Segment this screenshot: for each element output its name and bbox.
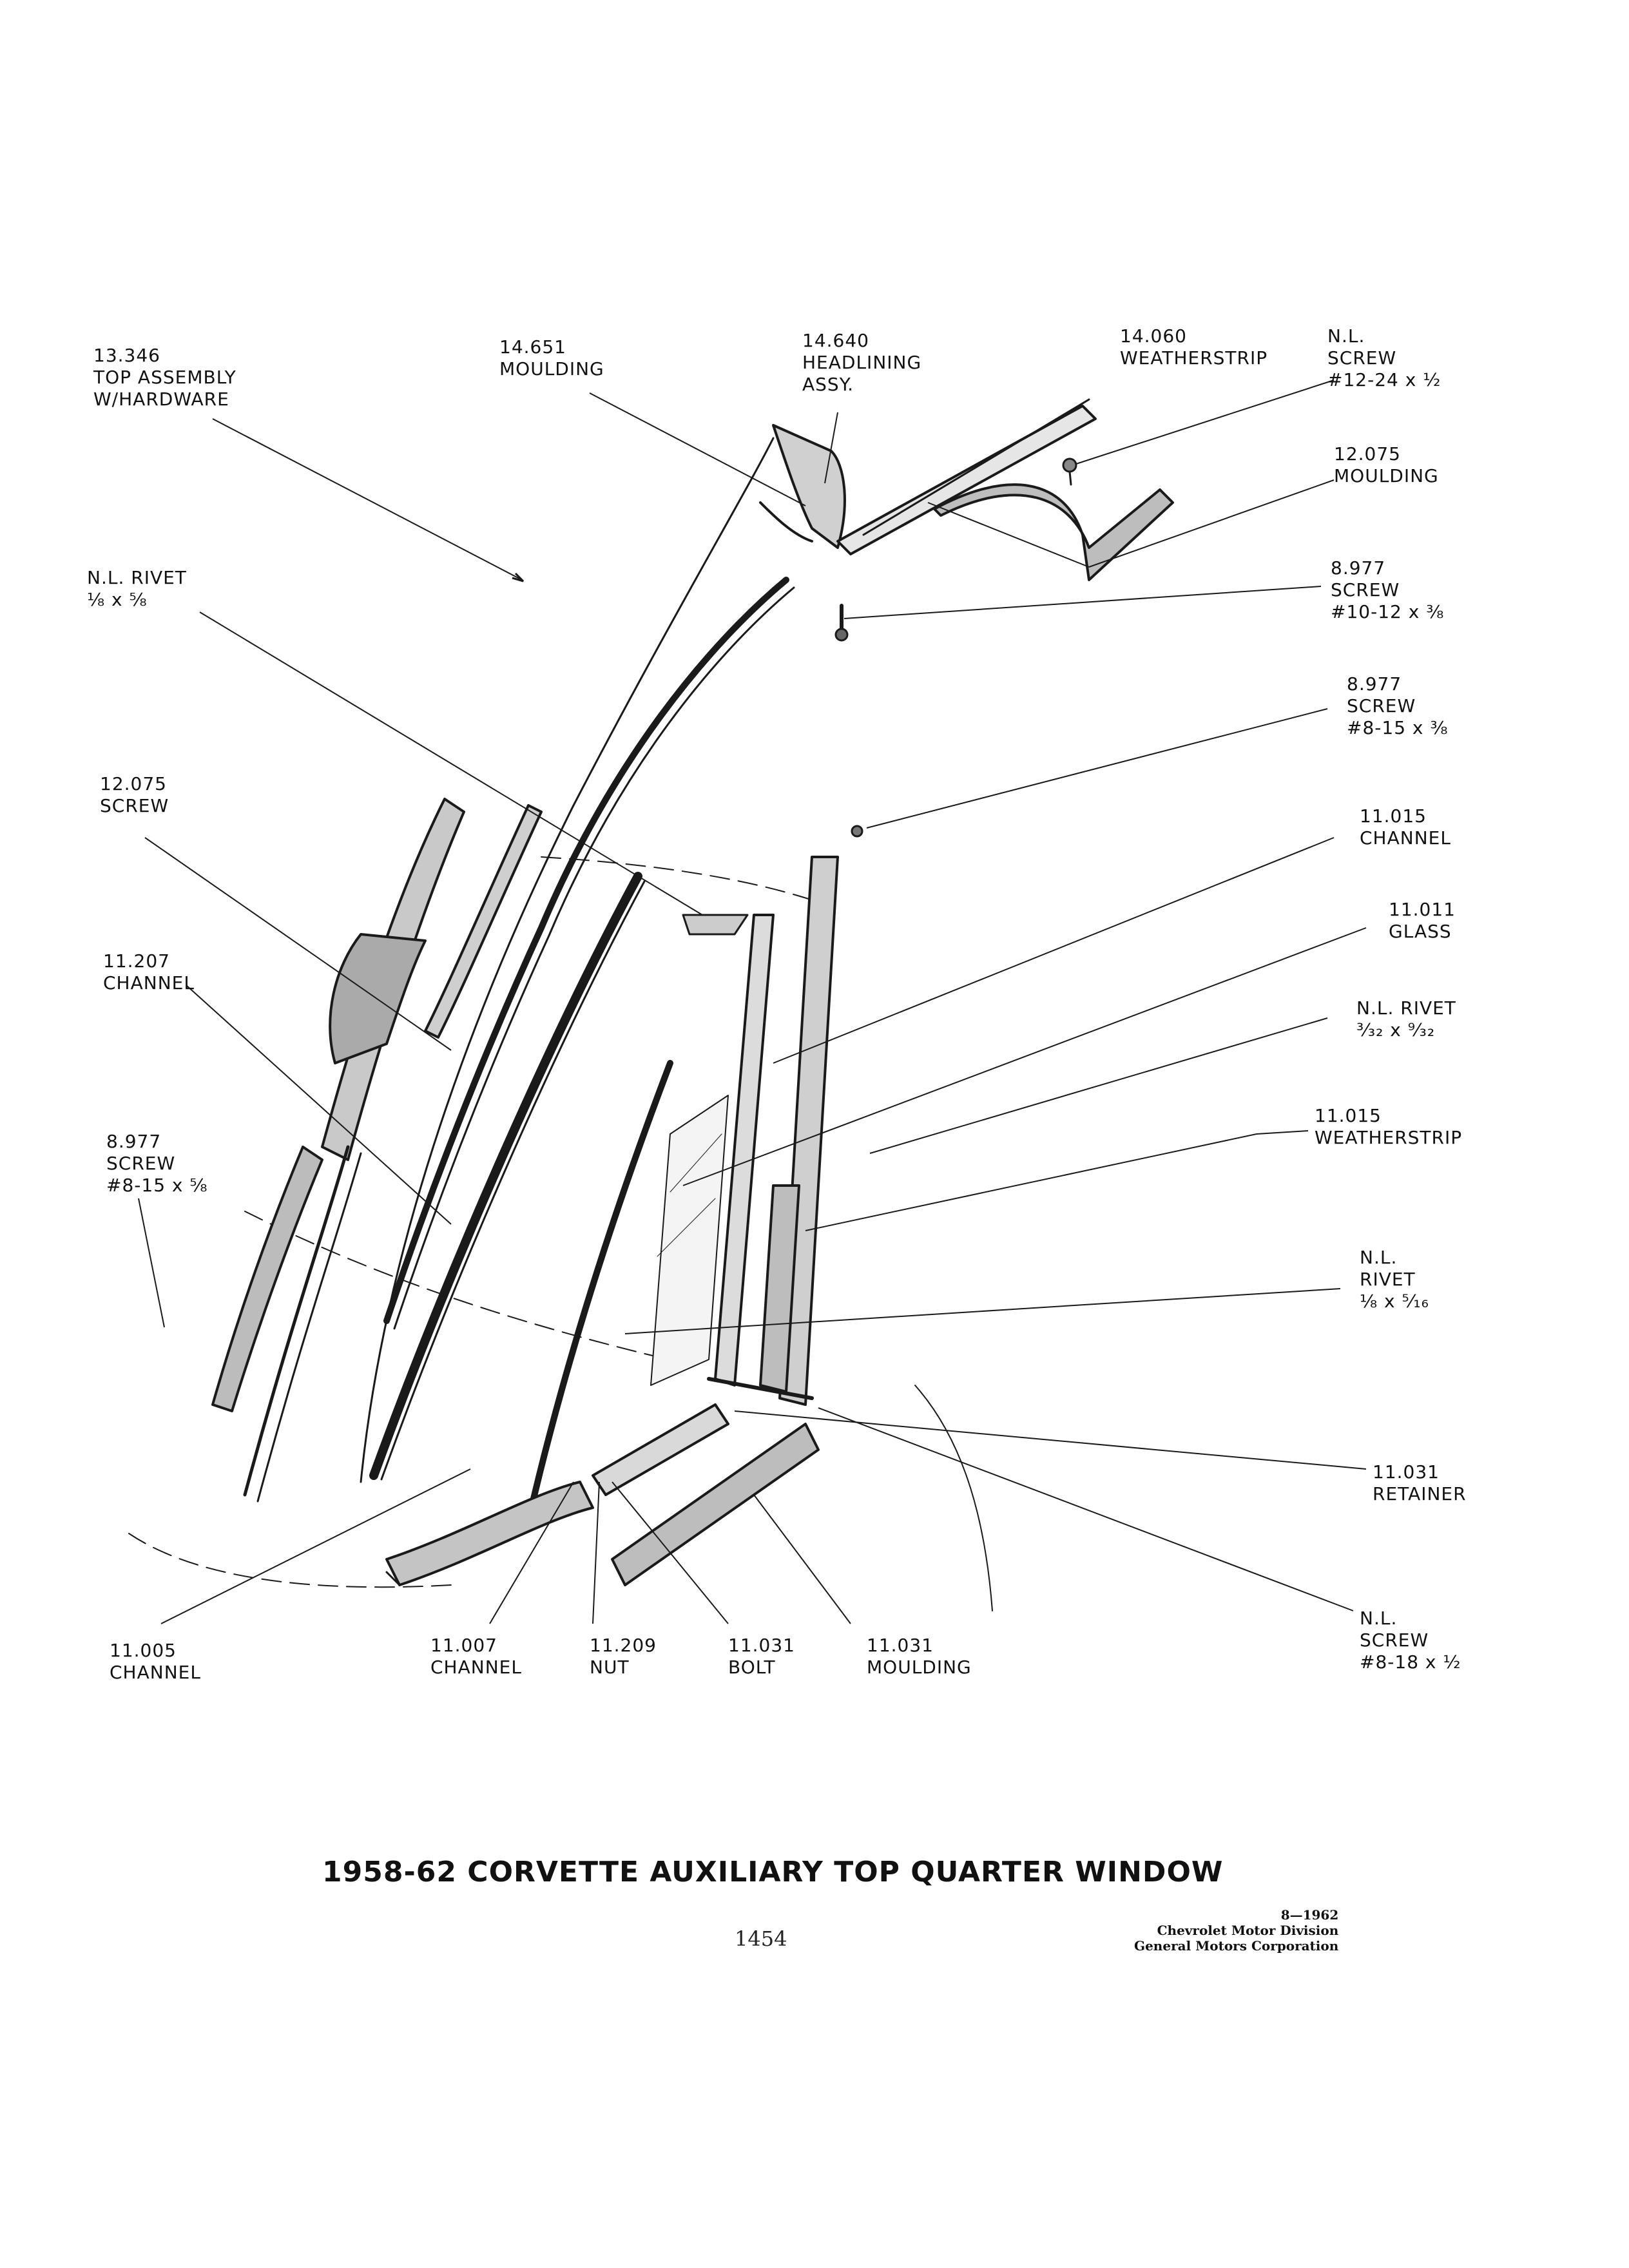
top-edge-moulding	[383, 577, 789, 1324]
callout-moulding-12075: 12.075 MOULDING	[1334, 443, 1439, 486]
leader-11207	[186, 985, 452, 1225]
callout-screw-8977-a: 8.977 SCREW #10-12 x ⅜	[1331, 557, 1445, 622]
callout-screw-8977-left: 8.977 SCREW #8-15 x ⅝	[106, 1131, 208, 1196]
moulding-12075	[933, 483, 1174, 581]
top-assembly-dashed-edge	[541, 856, 819, 903]
callout-screw-12075: 12.075 SCREW	[100, 773, 169, 816]
callout-rivet-nl-right: N.L. RIVET ³⁄₃₂ x ⁹⁄₃₂	[1356, 997, 1456, 1041]
leader-14640	[824, 412, 838, 484]
callout-glass-11011: 11.011 GLASS	[1389, 899, 1456, 942]
screw-8-15-upper	[851, 825, 863, 838]
channel-11005-curve	[369, 872, 642, 1480]
leader-glass	[682, 927, 1367, 1186]
screw-10-12	[834, 604, 849, 642]
headlining-assy	[772, 424, 846, 549]
weatherstrip-14060	[836, 405, 1097, 555]
bottom-sill	[385, 1481, 594, 1586]
leader-8977-left	[138, 1198, 165, 1328]
callout-headlining: 14.640 HEADLINING ASSY.	[802, 330, 922, 395]
callout-moulding-14651: 14.651 MOULDING	[499, 336, 604, 380]
callout-bolt-11031: 11.031 BOLT	[728, 1635, 795, 1678]
leader-rivet-left	[199, 611, 703, 916]
callout-channel-11015: 11.015 CHANNEL	[1360, 805, 1451, 849]
retainer-11031	[592, 1403, 729, 1496]
leader-11007	[489, 1481, 574, 1624]
credit-code: 8—1962	[1280, 1907, 1339, 1923]
callout-channel-11207: 11.207 CHANNEL	[103, 950, 195, 994]
leader-retainer	[734, 1410, 1367, 1470]
screw-top-right	[1062, 457, 1077, 486]
leader-rivet-lower	[624, 1288, 1341, 1334]
leader-bolt	[612, 1481, 729, 1624]
callout-top-assembly: 13.346 TOP ASSEMBLY W/HARDWARE	[93, 345, 236, 410]
leader-channel-11015	[773, 837, 1335, 1064]
callout-screw-nl-bottom: N.L. SCREW #8-18 x ½	[1360, 1608, 1461, 1673]
leader-rivet-right	[869, 1017, 1328, 1154]
callout-rivet-nl-lower: N.L. RIVET ⅛ x ⁵⁄₁₆	[1360, 1247, 1429, 1312]
leader-11209	[592, 1481, 600, 1624]
leader-screw-12075	[144, 837, 452, 1051]
leader-8977-a	[843, 586, 1322, 619]
top-panel-outline	[360, 437, 775, 1483]
leader-screw-bottom	[818, 1407, 1354, 1611]
leader-13346	[212, 418, 523, 581]
callout-screw-8977-b: 8.977 SCREW #8-15 x ⅜	[1347, 673, 1449, 738]
page-number: 1454	[735, 1927, 787, 1951]
callout-nut-11209: 11.209 NUT	[590, 1635, 657, 1678]
callout-rivet-nl-left: N.L. RIVET ⅛ x ⅝	[87, 567, 187, 610]
callout-screw-nl-top: N.L. SCREW #12-24 x ½	[1327, 325, 1441, 390]
leader-moulding-11031	[753, 1494, 851, 1624]
callout-retainer-11031: 11.031 RETAINER	[1373, 1461, 1467, 1504]
callout-weatherstrip-14060: 14.060 WEATHERSTRIP	[1120, 325, 1268, 369]
callout-channel-11005: 11.005 CHANNEL	[110, 1640, 201, 1683]
callout-moulding-11031: 11.031 MOULDING	[867, 1635, 972, 1678]
callout-channel-11007: 11.007 CHANNEL	[430, 1635, 522, 1678]
moulding-14651	[424, 804, 543, 1039]
callout-weatherstrip-11015: 11.015 WEATHERSTRIP	[1315, 1105, 1463, 1148]
channel-11005-left	[211, 1146, 323, 1412]
credit-line-1: Chevrolet Motor Division	[1157, 1923, 1339, 1938]
page-title: 1958-62 CORVETTE AUXILIARY TOP QUARTER W…	[322, 1856, 1224, 1888]
leader-screw-nl-top	[1075, 380, 1335, 465]
channel-11007	[525, 1060, 673, 1524]
glass-11011	[650, 1095, 729, 1386]
leader-11005	[160, 1468, 471, 1624]
credit-line-2: General Motors Corporation	[1134, 1938, 1339, 1954]
leader-8977-b	[866, 708, 1328, 829]
leader-weatherstrip-11015	[805, 1130, 1309, 1231]
leader-12075	[1088, 479, 1335, 568]
publisher-credit: 8—1962 Chevrolet Motor Division General …	[1134, 1907, 1338, 1954]
leader-14651	[589, 392, 806, 506]
